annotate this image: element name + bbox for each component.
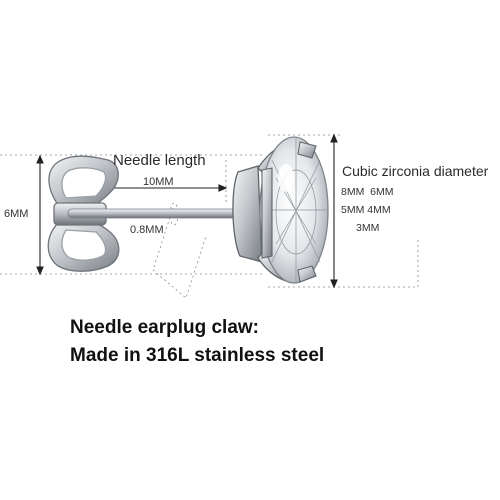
prong-tip-bottom xyxy=(297,265,317,283)
stone-sizes-row-1: 8MM 6MM xyxy=(341,186,394,198)
stone-diameter-arrowhead-top xyxy=(330,133,338,143)
prong-tip-top xyxy=(297,141,317,159)
earring-back-inner-lower xyxy=(61,229,107,261)
prong-tip-front xyxy=(261,167,273,259)
earring-back-inner-upper xyxy=(61,167,107,199)
guide-lines xyxy=(0,134,419,299)
needle-length-label: Needle length xyxy=(113,152,206,169)
back-height-arrowhead-top xyxy=(36,154,44,164)
needle-length-arrowhead-right xyxy=(218,184,228,192)
claw-callout-lines xyxy=(152,207,207,299)
stone-sizes-row-3: 3MM xyxy=(356,222,380,234)
facet-line xyxy=(275,177,317,245)
stone-diameter-title: Cubic zirconia diameter xyxy=(342,163,489,179)
claw-prong-tips xyxy=(261,141,317,283)
caption-line-2: Made in 316L stainless steel xyxy=(70,345,325,366)
earring-post xyxy=(67,208,249,219)
caption-line-1: Needle earplug claw: xyxy=(70,317,260,338)
stone-facets xyxy=(262,137,328,283)
back-height-arrowhead-bottom xyxy=(36,266,44,276)
back-height-value: 6MM xyxy=(4,208,29,220)
cubic-zirconia-stone xyxy=(259,136,329,284)
stone-highlight xyxy=(278,164,294,192)
stone-sizes-row-2: 5MM 4MM xyxy=(341,204,391,216)
claw-cup xyxy=(232,165,263,263)
needle-diameter-value: 0.8MM xyxy=(130,224,164,236)
stone-diameter-arrowhead-bottom xyxy=(330,279,338,289)
needle-length-value: 10MM xyxy=(143,176,174,188)
